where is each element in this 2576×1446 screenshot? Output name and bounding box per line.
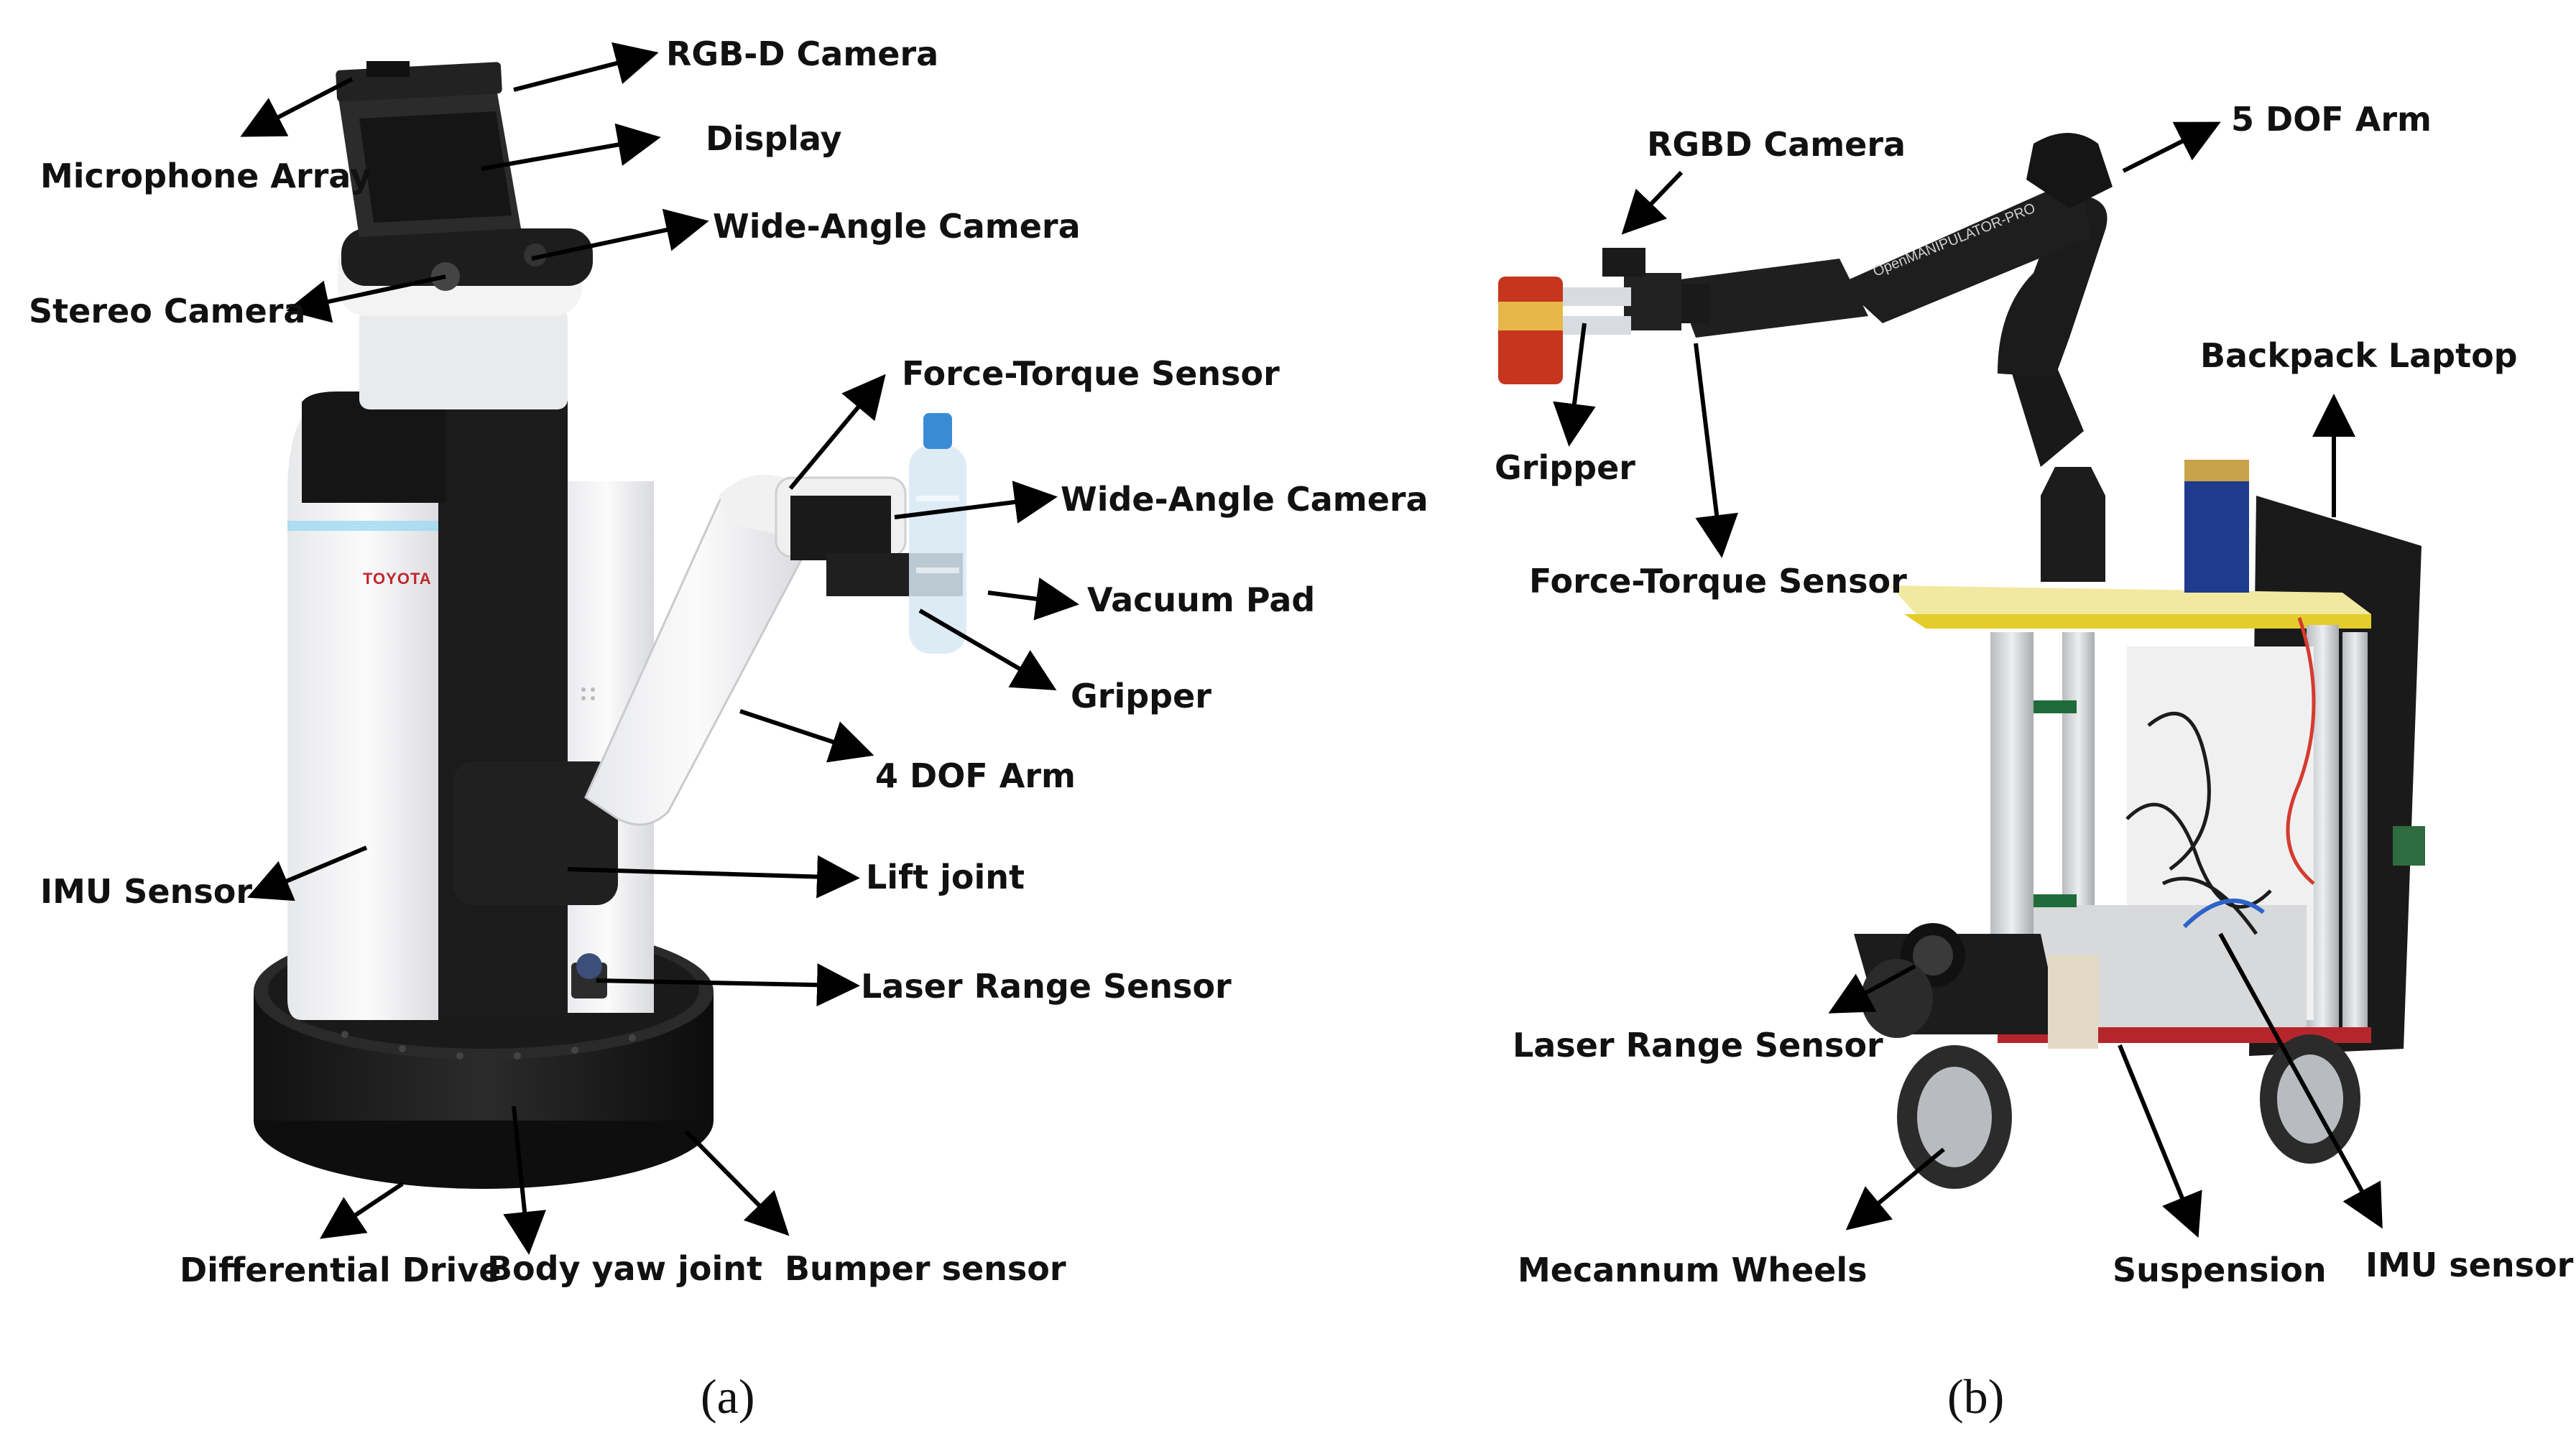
arrow-laser-range-sensor-b: [1828, 964, 1916, 1014]
arrow-differential-drive: [320, 1182, 404, 1239]
arrow-wide-angle-camera-head: [531, 208, 709, 261]
arrow-gripper-a: [918, 608, 1057, 691]
label-stereo-camera: Stereo Camera: [29, 292, 306, 330]
label-gripper-a: Gripper: [1071, 677, 1211, 715]
arrow-laser-range-sensor-a: [596, 963, 860, 1007]
arrow-lift-joint: [567, 855, 860, 899]
label-vacuum-pad: Vacuum Pad: [1087, 580, 1316, 619]
label-backpack-laptop: Backpack Laptop: [2200, 336, 2518, 375]
label-force-torque-sensor-b: Force-Torque Sensor: [1529, 562, 1907, 601]
label-rgbd-camera: RGB-D Camera: [666, 34, 939, 73]
caption-panel-a: (a): [701, 1369, 755, 1424]
arrow-bumper-sensor: [684, 1129, 790, 1236]
arrow-imu-sensor-a: [246, 845, 368, 902]
label-wide-angle-camera-head: Wide-Angle Camera: [713, 207, 1081, 246]
arrow-mecannum-wheels: [1845, 1147, 1945, 1231]
arrow-force-torque-sensor: [788, 374, 886, 490]
arrow-gripper-b: [1553, 323, 1596, 447]
label-imu-sensor-b: IMU sensor: [2365, 1246, 2574, 1284]
callout-arrows: [240, 42, 2383, 1255]
label-4dof-arm: 4 DOF Arm: [875, 756, 1076, 795]
arrow-5dof-arm: [2122, 121, 2221, 173]
label-laser-range-sensor-b: Laser Range Sensor: [1513, 1026, 1883, 1065]
arrow-wide-angle-camera-hand: [894, 481, 1058, 524]
label-5dof-arm: 5 DOF Arm: [2231, 100, 2432, 139]
arrow-force-torque-sensor-b: [1694, 343, 1738, 558]
label-differential-drive: Differential Drive: [180, 1251, 502, 1289]
label-force-torque-sensor: Force-Torque Sensor: [902, 354, 1280, 393]
label-wide-angle-camera-hand: Wide-Angle Camera: [1061, 480, 1428, 519]
arrow-rgbd-camera-b: [1621, 170, 1684, 235]
arrow-microphone-array: [240, 77, 354, 137]
label-bumper-sensor: Bumper sensor: [785, 1249, 1066, 1288]
label-rgbd-camera-b: RGBD Camera: [1647, 125, 1906, 164]
label-display: Display: [706, 119, 842, 158]
arrow-suspension: [2118, 1044, 2202, 1238]
label-imu-sensor-a: IMU Sensor: [40, 872, 253, 911]
label-laser-range-sensor-a: Laser Range Sensor: [861, 967, 1232, 1006]
toyota-logo: TOYOTA: [363, 570, 432, 588]
label-suspension: Suspension: [2113, 1251, 2327, 1289]
label-gripper-b: Gripper: [1495, 448, 1635, 487]
arrow-body-yaw-joint: [503, 1106, 546, 1255]
mobile-manipulator-illustration: [1498, 133, 2425, 1189]
label-mecannum-wheels: Mecannum Wheels: [1518, 1251, 1868, 1289]
label-microphone-array: Microphone Array: [40, 157, 371, 195]
arrow-4dof-arm: [739, 709, 874, 763]
arrow-display: [481, 123, 661, 171]
label-lift-joint: Lift joint: [866, 858, 1025, 896]
arrow-rgbd-camera: [513, 42, 659, 92]
arrow-imu-sensor-b: [2218, 932, 2383, 1229]
label-body-yaw-joint: Body yaw joint: [487, 1249, 763, 1288]
arrow-stereo-camera: [286, 274, 446, 323]
caption-panel-b: (b): [1947, 1369, 2005, 1424]
arrow-vacuum-pad: [987, 578, 1079, 621]
